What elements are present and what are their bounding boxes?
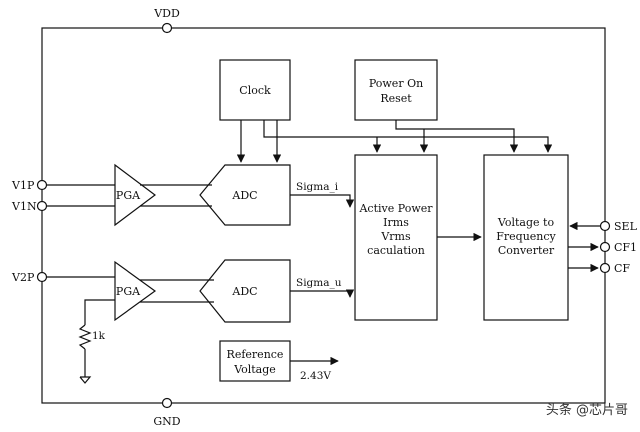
clock-label: Clock — [239, 84, 271, 97]
v1n-label: V1N — [11, 200, 37, 213]
clock-block — [219, 59, 291, 121]
calc-label-3: Vrms — [380, 230, 411, 243]
pga2-triangle — [114, 260, 157, 322]
v2p-pin — [36, 271, 48, 283]
ref-label-2: Voltage — [233, 363, 276, 376]
calc-label-2: Irms — [383, 216, 409, 229]
sigma-u-label: Sigma_u — [296, 277, 342, 289]
chip-outline — [41, 27, 606, 404]
v1p-label: V1P — [11, 179, 35, 192]
sel-pin — [599, 220, 611, 232]
sigma-i-label: Sigma_i — [296, 181, 339, 193]
vtf-label-1: Voltage to — [497, 216, 555, 229]
vtf-label-2: Frequency — [496, 230, 556, 243]
cf-label: CF — [614, 262, 630, 275]
vtf-label-3: Converter — [498, 244, 555, 257]
vtf-converter-block — [483, 154, 569, 321]
ground-symbol — [79, 376, 92, 384]
adc2-label: ADC — [231, 285, 257, 298]
gnd-label: GND — [153, 415, 180, 428]
v1p-pin — [36, 179, 48, 191]
vdd-pin — [161, 22, 173, 34]
resistor-1k — [78, 324, 92, 350]
cf1-label: CF1 — [614, 241, 637, 254]
resistor-label: 1k — [92, 330, 106, 342]
pga2-label: PGA — [116, 285, 141, 298]
sel-label: SEL — [614, 220, 638, 233]
ref-label-1: Reference — [227, 348, 284, 361]
power-on-reset-block — [354, 59, 438, 121]
calc-label-4: caculation — [367, 244, 425, 257]
cf-pin — [599, 262, 611, 274]
calc-label-1: Active Power — [358, 202, 433, 215]
v1n-pin — [36, 200, 48, 212]
por-label-2: Reset — [380, 92, 412, 105]
vref-output-label: 2.43V — [300, 370, 331, 382]
v2p-label: V2P — [11, 271, 35, 284]
gnd-pin — [161, 397, 173, 409]
watermark: 头条 @芯片哥 — [546, 402, 628, 418]
por-label-1: Power On — [369, 77, 423, 90]
adc1-label: ADC — [231, 189, 257, 202]
cf1-pin — [599, 241, 611, 253]
vdd-label: VDD — [153, 7, 180, 20]
pga1-triangle — [114, 163, 156, 227]
pga1-label: PGA — [116, 189, 141, 202]
